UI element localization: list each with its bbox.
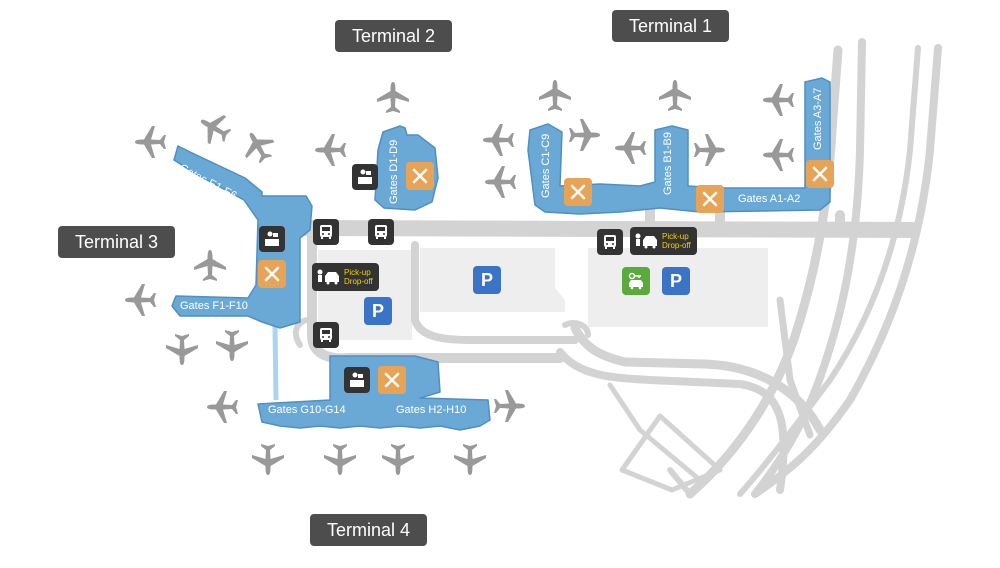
airplane-icon [569,119,600,151]
parking-icon: P [473,266,501,294]
restaurant-icon [258,260,286,288]
airplane-icon [615,132,646,164]
airplane-icon [252,444,284,475]
airplane-icon [315,134,346,166]
terminal-1-label[interactable]: Terminal 1 [612,10,729,42]
gates-a3-a7-label: Gates A3-A7 [812,87,824,150]
gates-f1-f10-label: Gates F1-F10 [180,300,248,312]
bus-icon [313,219,339,245]
information-desk-icon [352,164,378,190]
parking-icon: P [662,267,690,295]
parking-areas [318,248,768,340]
car-icon [317,269,339,285]
pickup-label: Pick-up [344,268,371,277]
airplane-icon [659,80,691,111]
airplane-icon [454,444,486,475]
airplane-icon [483,124,514,156]
gates-d1-d9-label: Gates D1-D9 [388,139,400,204]
airplane-icon [763,139,794,171]
restaurant-icon [406,162,434,190]
bus-icon [368,219,394,245]
airplane-icon [485,166,516,198]
terminal-connector [272,324,279,401]
information-desk-icon [259,226,285,252]
airplane-icon [216,330,248,361]
airplane-icon [125,284,156,316]
airplane-icon [494,390,525,422]
airplane-icon [694,134,725,166]
restaurant-icon [378,366,406,394]
gates-b1-b9-label: Gates B1-B9 [662,132,674,195]
airplane-icon [193,106,236,150]
information-desk-icon [344,367,370,393]
gates-a1-a2-label: Gates A1-A2 [738,193,801,205]
airplane-icon [135,126,166,158]
airplane-icon [207,391,238,423]
gates-g10-g14-label: Gates G10-G14 [268,404,346,416]
dropoff-label: Drop-off [662,241,691,250]
bus-icon [313,322,339,348]
car-rental-icon [622,267,650,295]
airplane-icon [539,80,571,111]
airplane-icon [324,444,356,475]
restaurant-icon [696,185,724,213]
dropoff-label: Drop-off [344,277,373,286]
restaurant-icon [564,178,592,206]
airplane-icon [236,125,280,168]
airplane-icon [194,250,226,281]
airplane-icon [763,84,794,116]
terminal-2-label[interactable]: Terminal 2 [335,20,452,52]
pickup-label: Pick-up [662,232,689,241]
gates-c1-c9-label: Gates C1-C9 [540,133,552,198]
airplane-icon [166,334,198,365]
bus-icon [597,229,623,255]
airplane-icon [382,444,414,475]
gates-h2-h10-label: Gates H2-H10 [396,404,467,416]
car-icon [635,233,657,249]
terminal-4-label[interactable]: Terminal 4 [310,514,427,546]
parking-icon: P [364,297,392,325]
restaurant-icon [806,160,834,188]
airplane-icon [377,82,409,113]
terminal-3-label[interactable]: Terminal 3 [58,226,175,258]
